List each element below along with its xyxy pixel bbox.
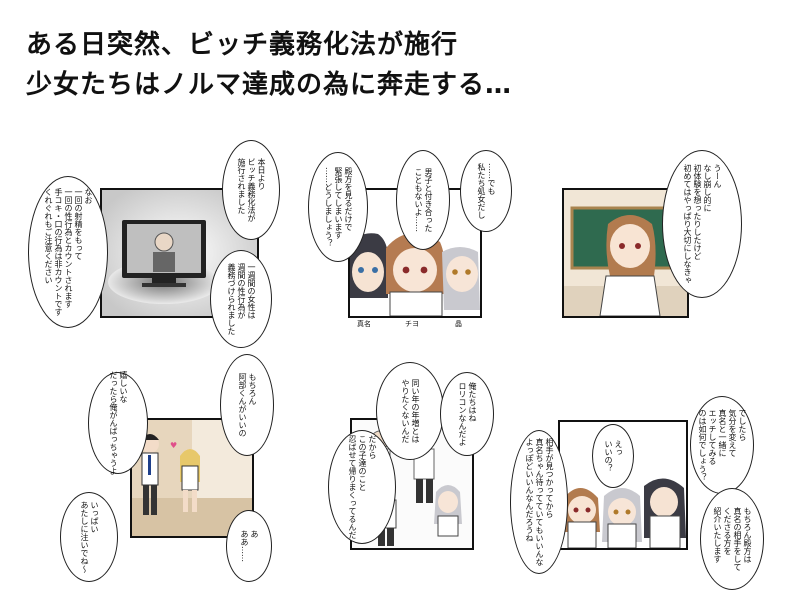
character-name: 晶 xyxy=(455,320,462,328)
speech-bubble: ……でも 私たち処女だし xyxy=(460,150,512,232)
svg-text:♥: ♥ xyxy=(170,441,177,450)
speech-bubble: もちろん殿方は 真名の相手をして くださる方を 紹介いたします xyxy=(700,488,764,590)
speech-bubble: えっ いいの？ xyxy=(592,424,634,488)
speech-bubble: 男子と付き合った こともないよ…… xyxy=(396,150,450,250)
speech-bubble: もちろん 阿部くんがいいの xyxy=(220,354,274,456)
speech-bubble: だから この子達のこと 忍ばせて帰りまくってるんだ xyxy=(328,430,396,544)
character-name: 真名 xyxy=(357,320,371,328)
speech-bubble: 本日より ビッチ義務化法が 施行されました xyxy=(222,140,280,240)
speech-bubble: 一週間の女性は 週間の性行為が 義務づけられました xyxy=(210,250,272,348)
speech-bubble: あ ああ…… xyxy=(226,510,272,582)
title-line-1: ある日突然、ビッチ義務化法が施行 xyxy=(26,30,459,60)
speech-bubble: 嬉しいな だったら俺がんばっちゃうよ xyxy=(88,371,148,475)
speech-bubble: なお 一回の射精をもって 一回の性行為とカウントされます 手コキ・口の行為は非カ… xyxy=(28,176,108,328)
title-line-2: 少女たちはノルマ達成の為に奔走する… xyxy=(26,70,513,100)
speech-bubble: うーん なし崩し的に 初体験を想ったりしたけど 初めてはやっぱり大切にしなきゃ xyxy=(662,150,742,298)
speech-bubble: 殿方を見るだけで 緊張してしまいます ……どうしましょう？ xyxy=(308,152,368,262)
speech-bubble: 同い年の年増とは やりたくないんだ xyxy=(376,362,444,460)
speech-bubble: 相手が見つかってから 真名ちゃん待ってていてもいいんな よっぽどいいんなんだろう… xyxy=(510,430,568,574)
character-name: チヨ xyxy=(405,320,419,328)
speech-bubble: でしたら 気分を変えて 真名と一緒に エッチしてみる のは如何でしょう？ xyxy=(690,396,754,494)
speech-bubble: 俺たちはね ロリコンなんだよ xyxy=(440,372,494,456)
speech-bubble: いっぱい あたしに注いでね〜 xyxy=(60,492,118,582)
